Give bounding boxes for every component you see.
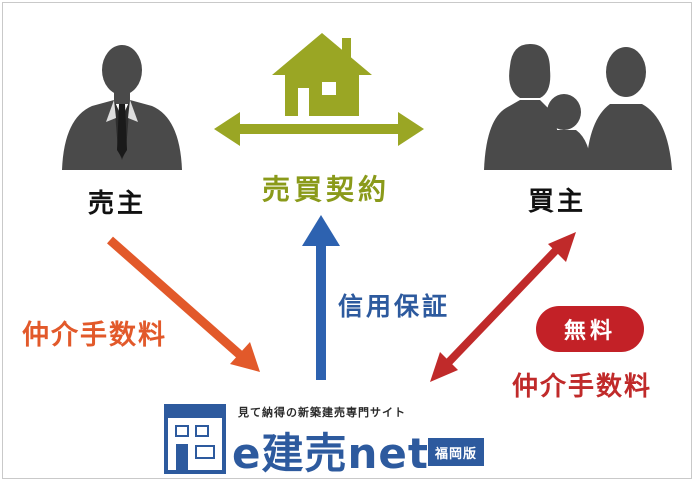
- fee-right-arrow: [430, 232, 576, 382]
- building-logo-icon: [164, 404, 226, 474]
- businessman-silhouette-icon: [62, 45, 182, 170]
- free-badge: 無料: [536, 306, 644, 352]
- brand-name: e建売net: [232, 429, 429, 478]
- fee-left-label: 仲介手数料: [22, 320, 167, 351]
- fee-right-label: 仲介手数料: [512, 372, 653, 402]
- family-silhouette-icon: [484, 44, 672, 170]
- seller-label: 売主: [88, 189, 147, 219]
- buyer-label: 買主: [528, 187, 587, 217]
- contract-arrow: [214, 112, 424, 146]
- brand-tagline: 見て納得の新築建売専門サイト: [238, 406, 406, 419]
- guarantee-label: 信用保証: [338, 292, 451, 321]
- contract-label: 売買契約: [262, 173, 391, 206]
- house-icon: [272, 33, 372, 116]
- region-badge: 福岡版: [428, 438, 484, 466]
- fee-left-arrow: [107, 236, 260, 372]
- guarantee-arrow: [302, 215, 340, 380]
- diagram-frame: [2, 2, 692, 479]
